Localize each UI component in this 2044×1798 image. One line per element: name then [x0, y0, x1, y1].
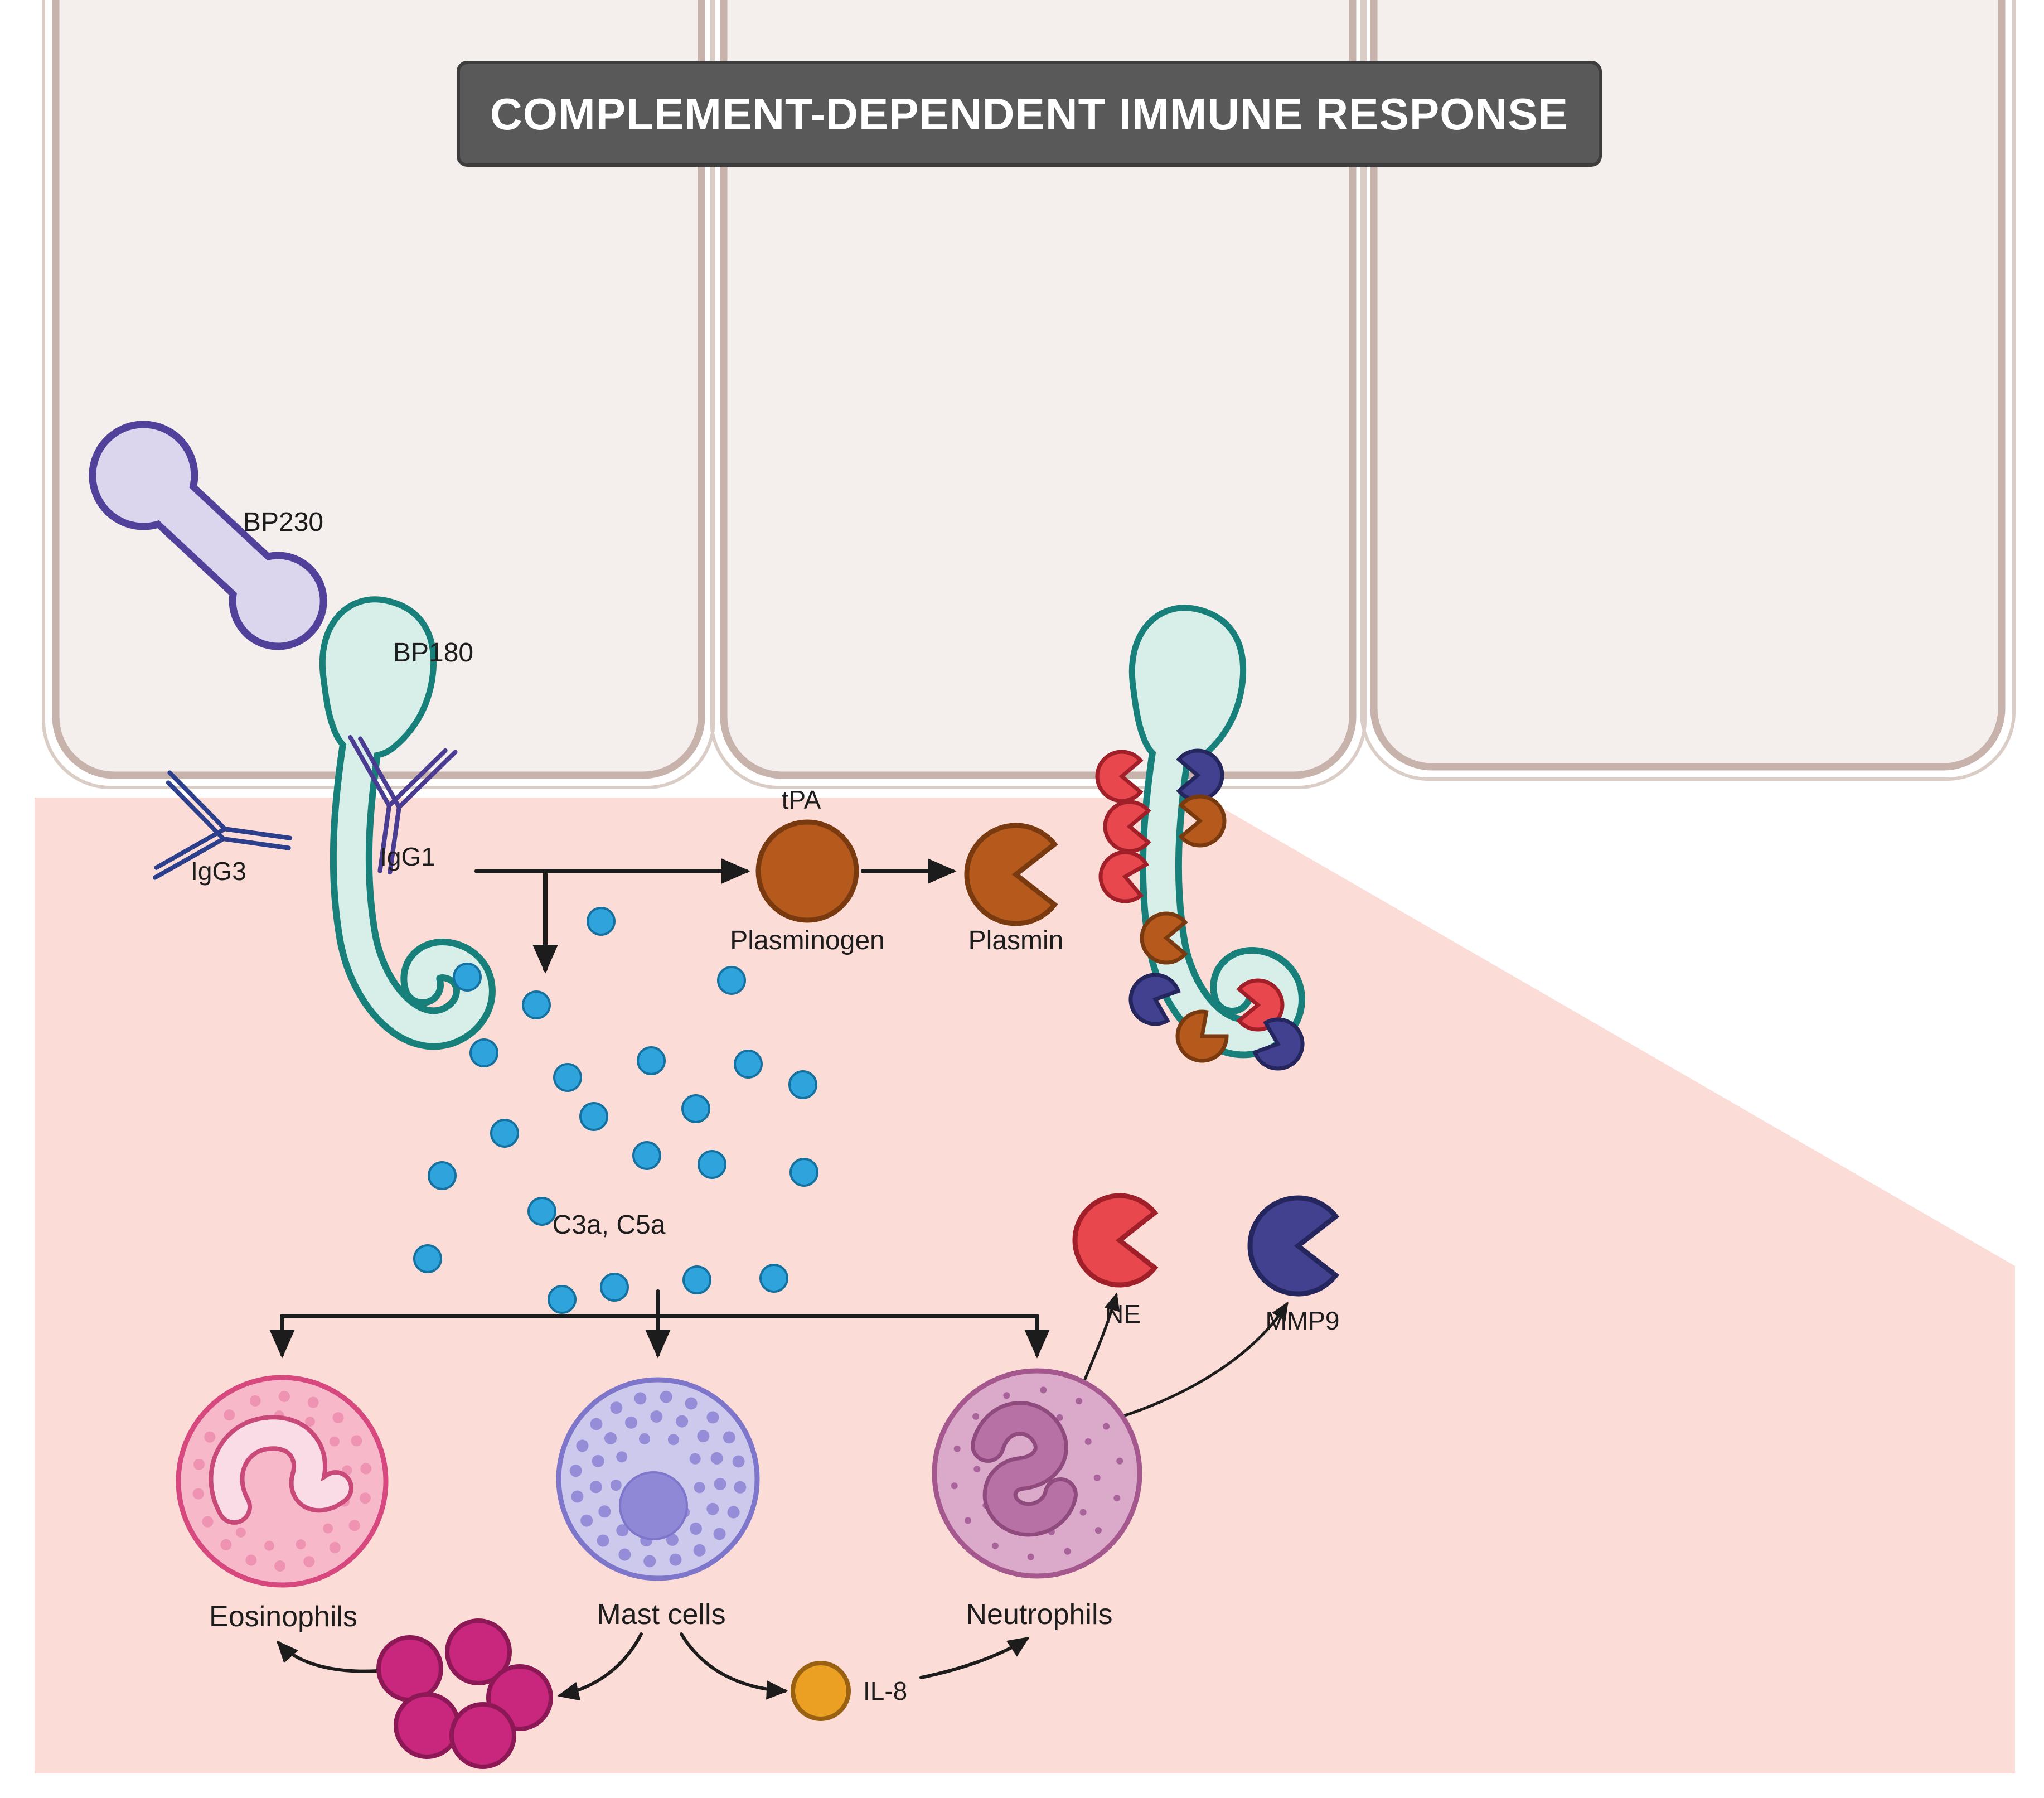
bp230-label: BP230	[243, 508, 323, 537]
c3a-c5a-dot	[553, 1063, 582, 1092]
eosinophil-granule	[394, 1692, 461, 1759]
mast-cell-nucleus	[619, 1471, 688, 1540]
navy-enzyme-icon	[1252, 1017, 1305, 1071]
brown-enzyme-icon	[1140, 911, 1188, 965]
c3a-c5a-dot	[453, 963, 482, 992]
eosinophil-granule	[449, 1702, 516, 1769]
eosinophil-cell	[176, 1375, 389, 1588]
red-enzyme-icon	[1098, 850, 1149, 903]
c3a-c5a-dot	[682, 1265, 711, 1294]
epithelial-cell-halo	[710, 0, 1367, 789]
c3a-c5a-dot	[413, 1244, 442, 1273]
c3a-c5a-dot	[469, 1038, 498, 1067]
c3a-c5a-dot	[698, 1150, 726, 1179]
c3a-c5a-dot	[681, 1094, 710, 1123]
flow-arrows	[269, 858, 1289, 1701]
red-enzyme-icon	[1103, 800, 1151, 853]
ne-label: NE	[1105, 1299, 1141, 1328]
labels: BP230 BP180 IgG3 IgG1 tPA Plasminogen Pl…	[191, 508, 1339, 1705]
il8-molecule	[791, 1661, 851, 1721]
mast-cells-label: Mast cells	[597, 1598, 725, 1631]
igg-antibodies	[152, 734, 458, 880]
epithelial-cell-halo	[1360, 0, 2016, 781]
navy-enzyme-icon	[1128, 973, 1181, 1026]
igg3-label: IgG3	[191, 857, 246, 886]
c3a-c5a-dot	[632, 1141, 661, 1170]
epithelial-cell	[1370, 0, 2006, 771]
bp180-protein-right	[1128, 605, 1305, 1058]
c3a-c5a-dot	[548, 1285, 577, 1314]
c3a-c5a-label: C3a, C5a	[553, 1210, 666, 1240]
c3a-c5a-dot	[428, 1161, 457, 1190]
igg3-antibody	[152, 770, 293, 880]
c3a-c5a-dot	[527, 1197, 556, 1226]
brown-enzyme-icon	[1175, 1009, 1229, 1063]
bp180-cleaving-enzymes	[1095, 748, 1305, 1071]
igg1-label: IgG1	[380, 842, 435, 871]
protease-molecules	[964, 823, 1340, 1297]
title-banner: COMPLEMENT-DEPENDENT IMMUNE RESPONSE	[457, 61, 1602, 167]
plasmin-label: Plasmin	[968, 926, 1064, 955]
eosinophils-label: Eosinophils	[209, 1601, 357, 1633]
c3a-c5a-dot	[734, 1050, 763, 1079]
bp230-protein	[89, 420, 327, 650]
eosinophil-granule	[376, 1635, 443, 1702]
neutrophils-label: Neutrophils	[966, 1598, 1112, 1631]
c3a-c5a-dot	[759, 1264, 788, 1293]
c3a-c5a-dot	[490, 1119, 519, 1148]
mast-cell	[556, 1377, 760, 1581]
eosinophil-granule	[445, 1618, 512, 1685]
bp180-protein-left	[319, 596, 496, 1050]
plasmin-molecule	[964, 823, 1058, 926]
granule-cluster	[376, 1618, 553, 1769]
plasminogen-label: Plasminogen	[730, 926, 885, 955]
brown-enzyme-icon	[1178, 794, 1227, 848]
c3a-c5a-dot	[600, 1273, 629, 1302]
bp180-label: BP180	[393, 638, 473, 668]
c3a-c5a-dot	[587, 907, 616, 936]
igg1-antibody	[348, 734, 458, 875]
dermis-region	[35, 798, 2015, 1773]
neutrophil-cell	[932, 1368, 1142, 1579]
plasminogen-molecule	[755, 819, 859, 923]
c3a-c5a-dot	[637, 1046, 666, 1075]
c3a-c5a-dot	[788, 1070, 817, 1099]
mmp9-label: MMP9	[1266, 1306, 1340, 1335]
c3a-c5a-dot	[717, 966, 746, 995]
c3a-c5a-molecules	[413, 907, 818, 1314]
tpa-label: tPA	[782, 785, 821, 814]
red-enzyme-icon	[1236, 978, 1285, 1032]
c3a-c5a-dot	[522, 990, 551, 1019]
mmp9-molecule	[1247, 1195, 1340, 1297]
page-title: COMPLEMENT-DEPENDENT IMMUNE RESPONSE	[490, 89, 1568, 139]
ne-molecule	[1072, 1193, 1159, 1288]
il8-label: IL-8	[863, 1676, 907, 1705]
c3a-c5a-dot	[579, 1102, 608, 1131]
c3a-c5a-dot	[789, 1158, 818, 1187]
epithelial-cell	[720, 0, 1357, 779]
